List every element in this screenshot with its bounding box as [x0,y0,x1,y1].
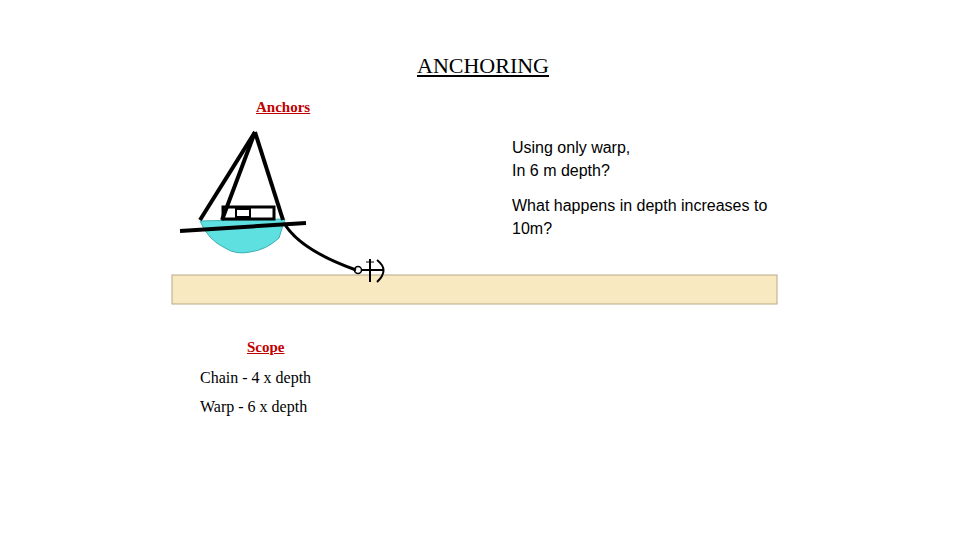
forestay [200,132,255,220]
scope-rule: Chain - 4 x depth [200,366,311,389]
question-note: What happens in depth increases to 10m? [512,194,784,240]
cabin [223,207,274,219]
question-note: Using only warp, In 6 m depth? [512,136,637,182]
section-heading: Anchors [256,97,310,119]
sail-luff [222,132,255,220]
section-heading: Scope [247,337,285,359]
warp-line [284,223,356,270]
scope-rule: Warp - 6 x depth [200,395,307,418]
hatch [236,209,250,217]
anchor-symbol [355,259,384,282]
backstay [255,132,283,220]
seabed [172,275,777,304]
slide-title: ANCHORING [417,50,549,82]
